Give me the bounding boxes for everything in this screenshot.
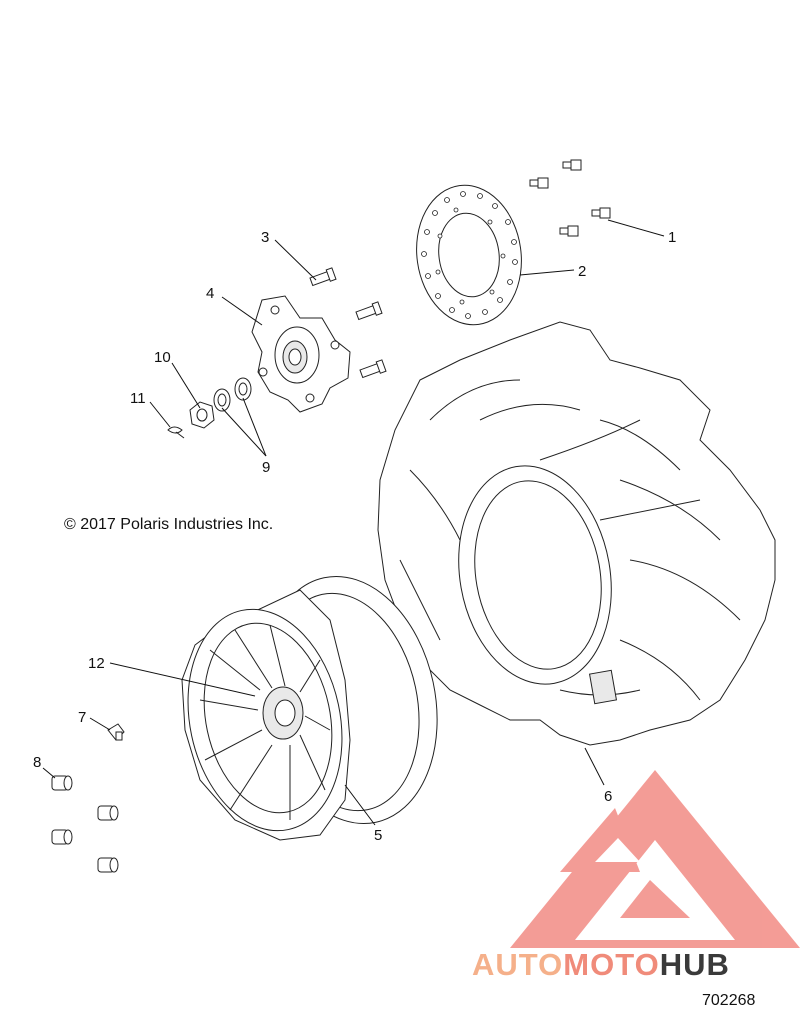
- callout-8: 8: [33, 754, 41, 771]
- callout-5: 5: [374, 827, 382, 844]
- tire: [377, 321, 776, 746]
- callout-12: 12: [88, 655, 105, 672]
- callout-labels: 1 2 3 4 10 11 9 12 7 8 5 6: [33, 229, 676, 844]
- rotor-bolts: [529, 159, 611, 237]
- washers: [213, 377, 252, 412]
- watermark-word-hub: HUB: [659, 947, 730, 982]
- brake-rotor: [416, 184, 522, 326]
- lug-nuts: [51, 775, 119, 873]
- cotter-pin: [167, 426, 185, 439]
- watermark-word-auto: AUTOMOTOHUB: [472, 947, 730, 982]
- leader-lines: [42, 219, 665, 826]
- wheel-hub: [251, 295, 351, 413]
- callout-1: 1: [668, 229, 676, 246]
- callout-3: 3: [261, 229, 269, 246]
- callout-6: 6: [604, 788, 612, 805]
- valve-stem: [107, 723, 125, 741]
- callout-9: 9: [262, 459, 270, 476]
- callout-2: 2: [578, 263, 586, 280]
- castle-nut: [189, 401, 215, 429]
- figure-id: 702268: [702, 992, 756, 1009]
- wheel-rim: [181, 575, 438, 841]
- copyright-text: © 2017 Polaris Industries Inc.: [64, 516, 274, 533]
- automotohub-logo-icon: [510, 770, 800, 948]
- callout-4: 4: [206, 285, 214, 302]
- callout-7: 7: [78, 709, 86, 726]
- wheel-studs: [309, 267, 387, 379]
- watermark-word-moto: MOTO: [563, 947, 660, 982]
- callout-10: 10: [154, 349, 171, 366]
- callout-11: 11: [130, 390, 146, 407]
